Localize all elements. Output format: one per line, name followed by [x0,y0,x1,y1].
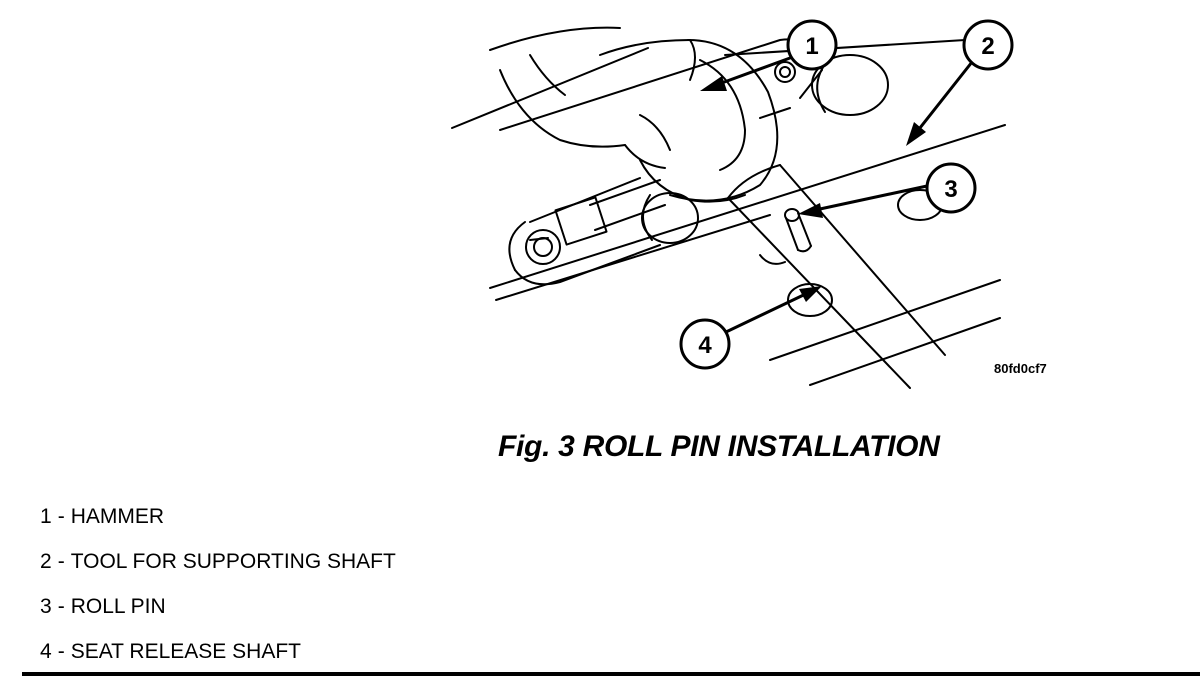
legend-number: 2 [40,550,52,573]
callout-4-number: 4 [698,332,712,359]
callout-4: 4 [679,318,731,370]
legend-item: 3-ROLL PIN [40,590,396,635]
support-tool-drawing [451,39,1006,386]
legend-item: 2-TOOL FOR SUPPORTING SHAFT [40,545,396,590]
callout-3: 3 [925,162,977,214]
roll-pin-drawing [784,208,812,253]
roller-drawing [641,54,943,317]
callout-legend: 1-HAMMER 2-TOOL FOR SUPPORTING SHAFT 3-R… [40,500,396,680]
legend-number: 3 [40,595,52,618]
legend-separator: - [57,505,65,528]
hand-drawing [489,26,696,169]
legend-item: 1-HAMMER [40,500,396,545]
leader-arrows [700,56,974,334]
legend-label: SEAT RELEASE SHAFT [70,640,301,663]
legend-number: 4 [40,640,52,663]
callout-3-number: 3 [944,176,957,203]
seat-release-shaft-drawing [727,164,946,389]
legend-label: TOOL FOR SUPPORTING SHAFT [70,550,396,573]
legend-label: ROLL PIN [70,595,166,618]
legend-separator: - [57,640,65,663]
figure-code: 80fd0cf7 [994,361,1047,376]
callout-1-number: 1 [805,33,818,60]
callout-2: 2 [962,19,1014,71]
legend-separator: - [57,550,65,573]
roll-pin-installation-illustration: 1 2 3 4 80fd0cf7 [451,19,1047,389]
legend-separator: - [57,595,65,618]
legend-number: 1 [40,505,52,528]
legend-label: HAMMER [70,505,165,528]
legend-item: 4-SEAT RELEASE SHAFT [40,635,396,680]
hammer-drawing [639,39,779,203]
bottom-rule [22,672,1200,676]
callout-1: 1 [786,19,838,71]
figure-caption: Fig. 3 ROLL PIN INSTALLATION [498,430,940,463]
callout-2-number: 2 [981,33,994,60]
